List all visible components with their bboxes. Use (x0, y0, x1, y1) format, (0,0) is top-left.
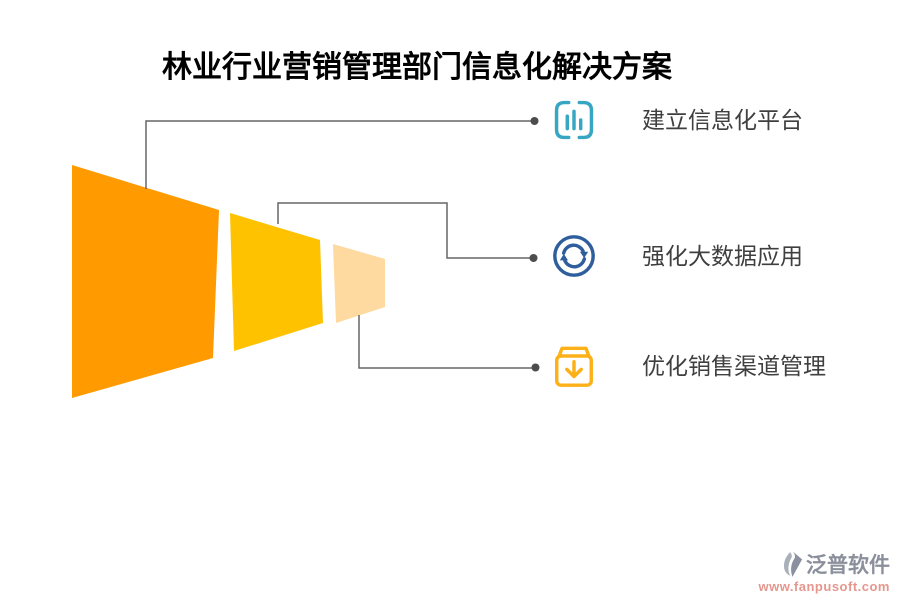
item-label-1: 建立信息化平台 (642, 107, 803, 133)
funnel-segment-3 (333, 244, 385, 323)
funnel-segment-1 (72, 165, 219, 398)
connector-dot-1 (530, 117, 539, 125)
package-download-icon (555, 346, 593, 387)
connector-line-1 (145, 120, 531, 189)
bar-chart-icon (554, 100, 594, 140)
connector-line-2 (277, 202, 530, 259)
watermark: 泛普软件 www.fanpusoft.com (758, 549, 890, 594)
connector-dot-2 (529, 254, 538, 262)
fanpu-logo-icon (783, 551, 803, 577)
connector-dots (529, 117, 540, 372)
item-label-2: 强化大数据应用 (642, 243, 803, 269)
sync-icon (553, 235, 595, 277)
watermark-brand: 泛普软件 (806, 554, 890, 577)
connector-line-3 (358, 315, 532, 369)
connector-lines (145, 120, 532, 369)
watermark-url: www.fanpusoft.com (758, 579, 890, 594)
connector-dot-3 (531, 363, 540, 372)
funnel-segment-2 (230, 213, 323, 351)
item-label-3: 优化销售渠道管理 (642, 353, 826, 379)
page-title: 林业行业营销管理部门信息化解决方案 (162, 51, 672, 84)
